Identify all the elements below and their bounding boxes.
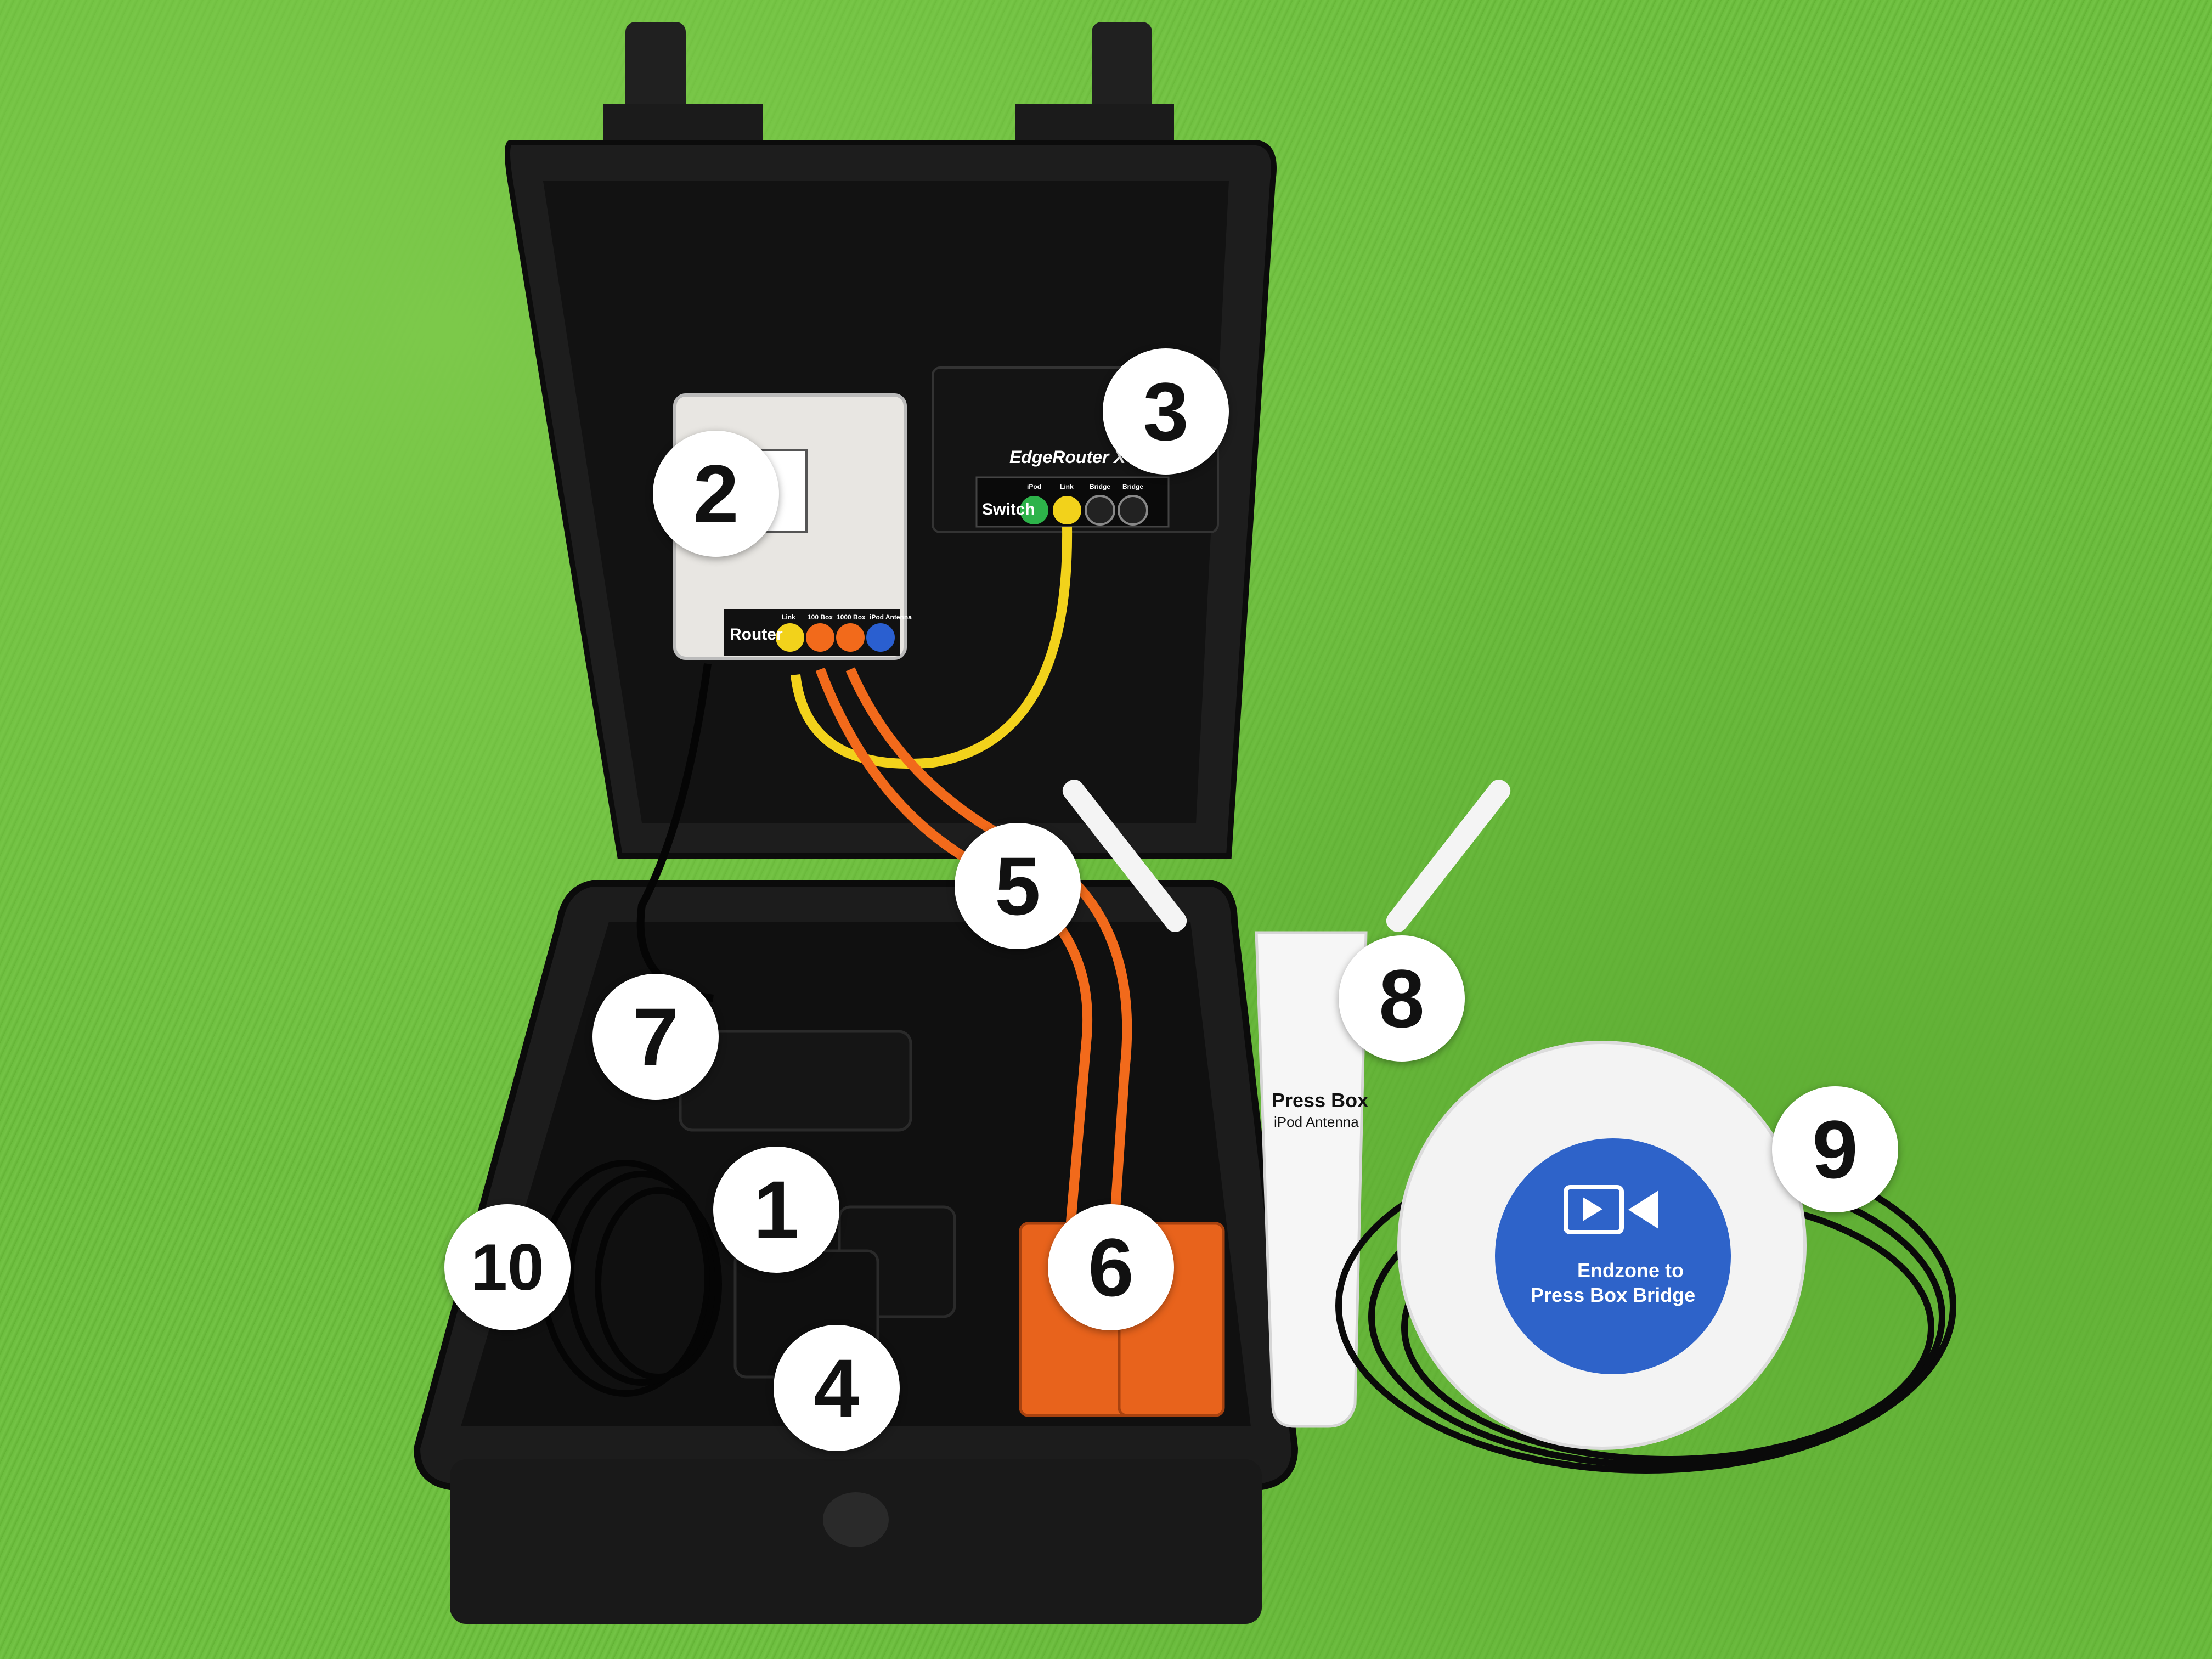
callout-1: 1 — [713, 1147, 839, 1273]
callout-2: 2 — [653, 431, 779, 557]
switch-port-label-2: Link — [1060, 483, 1074, 490]
switch-brand-label: EdgeRouter X — [1009, 447, 1126, 467]
yellow-cable — [791, 526, 1073, 769]
bridge-sticker-line2: Press Box Bridge — [1531, 1284, 1696, 1306]
callout-6: 6 — [1048, 1204, 1174, 1330]
switch-port-label-4: Bridge — [1122, 483, 1144, 490]
switch-port-label-3: Bridge — [1090, 483, 1111, 490]
callout-10: 10 — [444, 1204, 571, 1330]
switch-port-label-1: iPod — [1027, 483, 1041, 490]
callout-5: 5 — [955, 823, 1081, 949]
router-port-label-1: Link — [782, 613, 795, 621]
video-camera-bridge-icon — [1564, 1180, 1662, 1240]
callout-7: 7 — [592, 974, 719, 1100]
router-panel-label: Router — [730, 625, 783, 644]
callout-4: 4 — [774, 1325, 900, 1451]
callout-8: 8 — [1339, 935, 1465, 1062]
antenna-title: Press Box — [1272, 1089, 1369, 1111]
switch-panel-label: Switch — [982, 500, 1035, 518]
antenna-subtitle: iPod Antenna — [1274, 1114, 1359, 1130]
bridge-dome-9 — [1397, 1041, 1807, 1450]
bridge-sticker-line1: Endzone to — [1577, 1259, 1684, 1282]
callout-3: 3 — [1103, 348, 1229, 475]
router-port-label-2: 100 Box — [808, 613, 833, 621]
callout-9: 9 — [1772, 1086, 1898, 1212]
router-port-label-3: 1000 Box — [837, 613, 866, 621]
switch-device — [932, 366, 1219, 533]
router-port-label-4: iPod Antenna — [870, 613, 912, 621]
case-latches — [603, 22, 1174, 154]
